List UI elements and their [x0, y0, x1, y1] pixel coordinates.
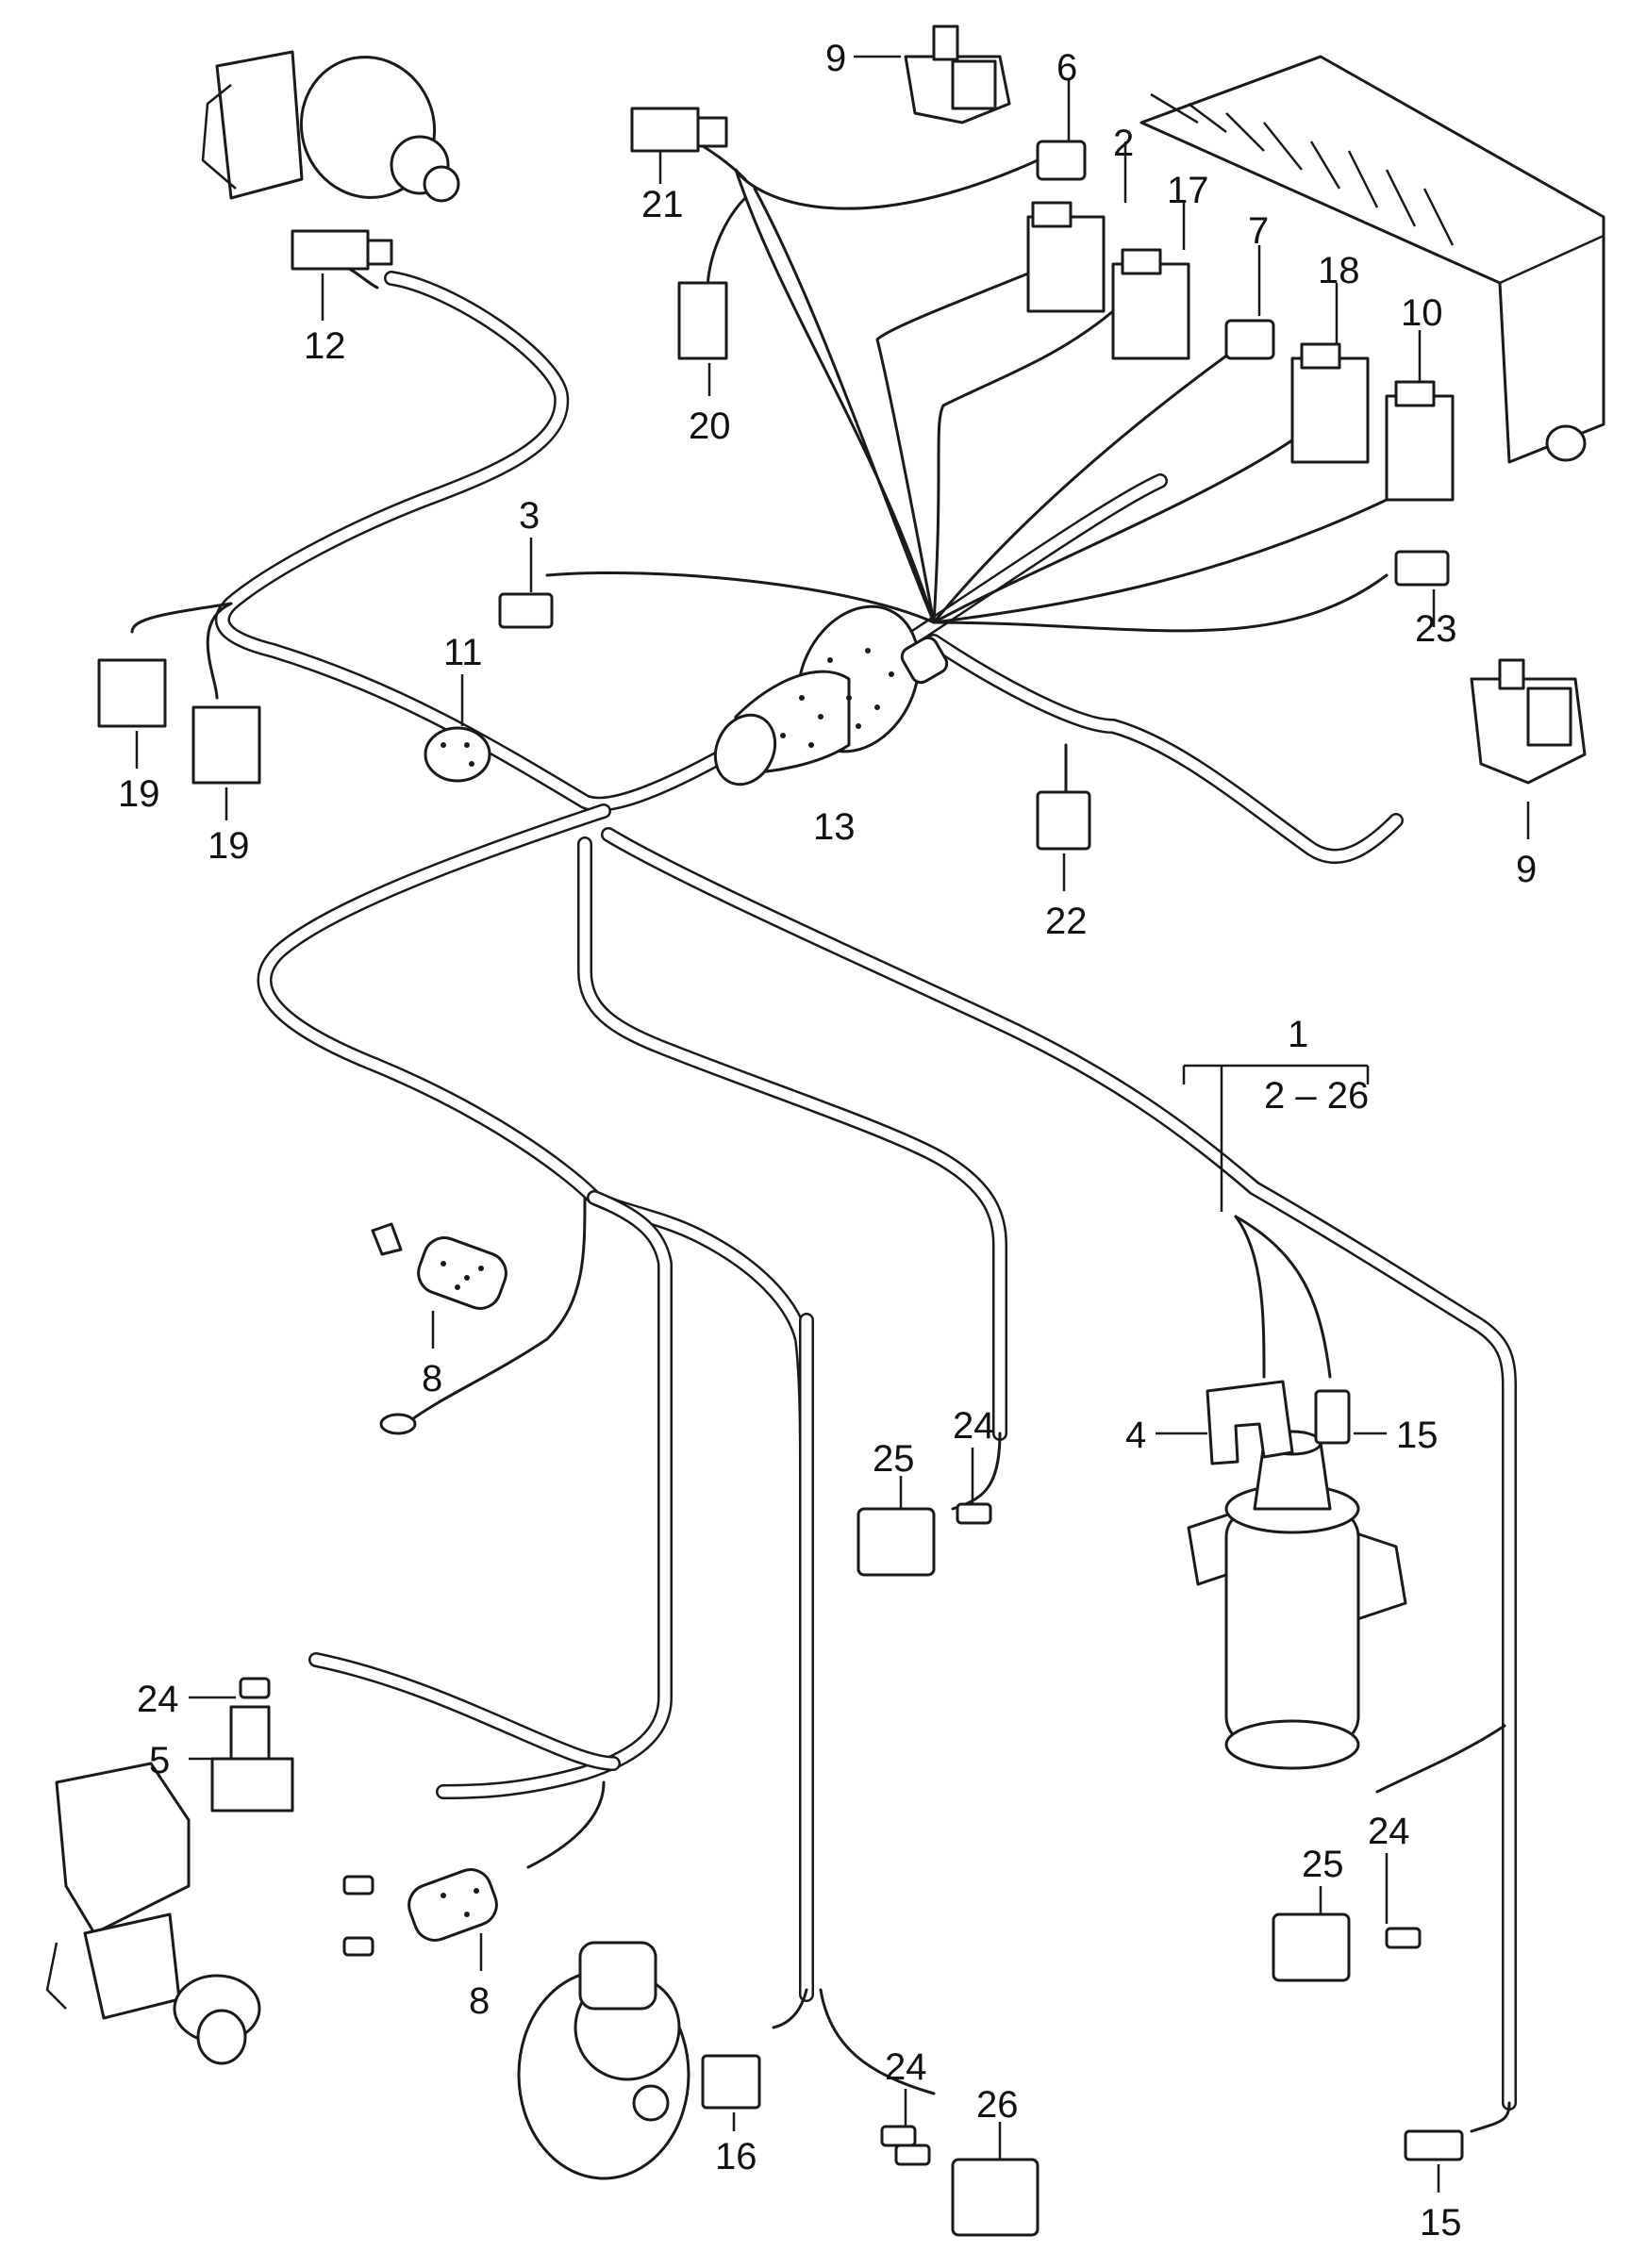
motor-top-left — [201, 50, 460, 203]
sensor-8-lower — [342, 1868, 498, 1957]
callout-labels: 9 6 2 17 7 18 10 21 20 12 3 11 23 19 19 … — [118, 38, 1537, 2243]
callout-24-middle: 24 — [953, 1405, 995, 1447]
callout-6: 6 — [1056, 47, 1077, 89]
connector-21 — [630, 107, 728, 153]
connector-3 — [498, 592, 554, 629]
connector-17 — [1111, 248, 1190, 360]
fuse-box-top-right — [1139, 55, 1605, 464]
callout-12: 12 — [304, 325, 346, 367]
callout-11: 11 — [443, 632, 483, 673]
callout-17: 17 — [1167, 170, 1209, 211]
callout-2: 2 — [1113, 123, 1134, 164]
harness-wires — [214, 271, 1517, 2111]
sensor-8-upper — [371, 1222, 507, 1435]
connector-9-top — [904, 25, 1011, 124]
callout-26: 26 — [976, 2084, 1019, 2126]
callout-8-lower: 8 — [469, 1980, 490, 2022]
connector-7 — [1224, 319, 1275, 360]
connector-5 — [210, 1705, 294, 1813]
connector-20 — [677, 281, 728, 360]
callout-9-right: 9 — [1516, 849, 1537, 890]
connector-25-lower — [1272, 1912, 1351, 1982]
connector-18 — [1290, 342, 1370, 464]
callout-8-upper: 8 — [422, 1358, 442, 1399]
callout-22: 22 — [1045, 901, 1088, 942]
connector-26 — [951, 2158, 1040, 2237]
connector-25-middle — [857, 1507, 936, 1577]
connector-4 — [1206, 1380, 1294, 1465]
callout-15-bottom: 15 — [1420, 2202, 1462, 2243]
connector-10 — [1385, 380, 1455, 502]
callout-7: 7 — [1248, 210, 1269, 252]
callout-20: 20 — [689, 406, 731, 447]
callout-18: 18 — [1318, 250, 1360, 291]
callout-19-right: 19 — [208, 825, 250, 867]
connector-15-bottom — [1404, 2129, 1464, 2161]
engine-part-bottom-left — [45, 1762, 261, 2065]
callout-19-left: 19 — [118, 773, 160, 815]
connector-23 — [1394, 550, 1450, 587]
callout-23: 23 — [1415, 608, 1457, 650]
callout-1: 1 — [1288, 1014, 1308, 1055]
callout-13: 13 — [813, 806, 856, 848]
connector-15-middle — [1314, 1389, 1351, 1445]
distributor-bottom — [517, 1941, 690, 2180]
callout-10: 10 — [1401, 292, 1443, 334]
part-grommet-13 — [713, 604, 949, 786]
connector-6 — [1036, 140, 1087, 181]
connector-22 — [1036, 790, 1091, 851]
callout-25-middle: 25 — [873, 1438, 915, 1480]
callout-16: 16 — [715, 2136, 757, 2177]
harness-thin-wires — [130, 121, 1511, 2133]
connector-2 — [1026, 201, 1106, 313]
callout-24-bottom: 24 — [885, 2046, 927, 2088]
leader-lines — [135, 55, 1530, 2193]
callout-5: 5 — [149, 1740, 170, 1781]
callout-24-left: 24 — [137, 1679, 179, 1720]
connector-19a — [97, 658, 167, 728]
callout-24-lower: 24 — [1368, 1811, 1410, 1852]
connector-19b — [191, 705, 261, 785]
callout-9-top: 9 — [825, 38, 846, 79]
callout-1-range: 2 – 26 — [1264, 1075, 1369, 1117]
callout-25-lower: 25 — [1302, 1844, 1344, 1885]
callout-4: 4 — [1125, 1415, 1146, 1456]
terminals-24 — [239, 1502, 1422, 2166]
callout-15-middle: 15 — [1396, 1415, 1439, 1456]
callout-3: 3 — [519, 495, 540, 537]
ignition-coil — [1187, 1430, 1407, 1770]
connector-12 — [291, 229, 393, 271]
connector-16 — [701, 2054, 761, 2110]
callout-21: 21 — [641, 184, 684, 225]
connector-9-right — [1470, 658, 1587, 785]
part-grommet-11 — [424, 726, 491, 783]
